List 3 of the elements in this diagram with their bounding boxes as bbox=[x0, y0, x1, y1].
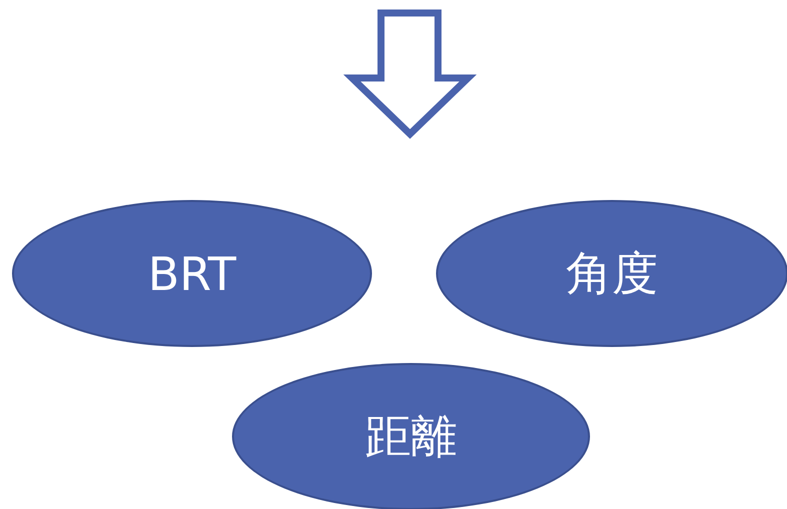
node-label: 距離 bbox=[365, 408, 457, 464]
node-label: 角度 bbox=[566, 244, 658, 302]
node-label: BRT bbox=[148, 246, 236, 300]
